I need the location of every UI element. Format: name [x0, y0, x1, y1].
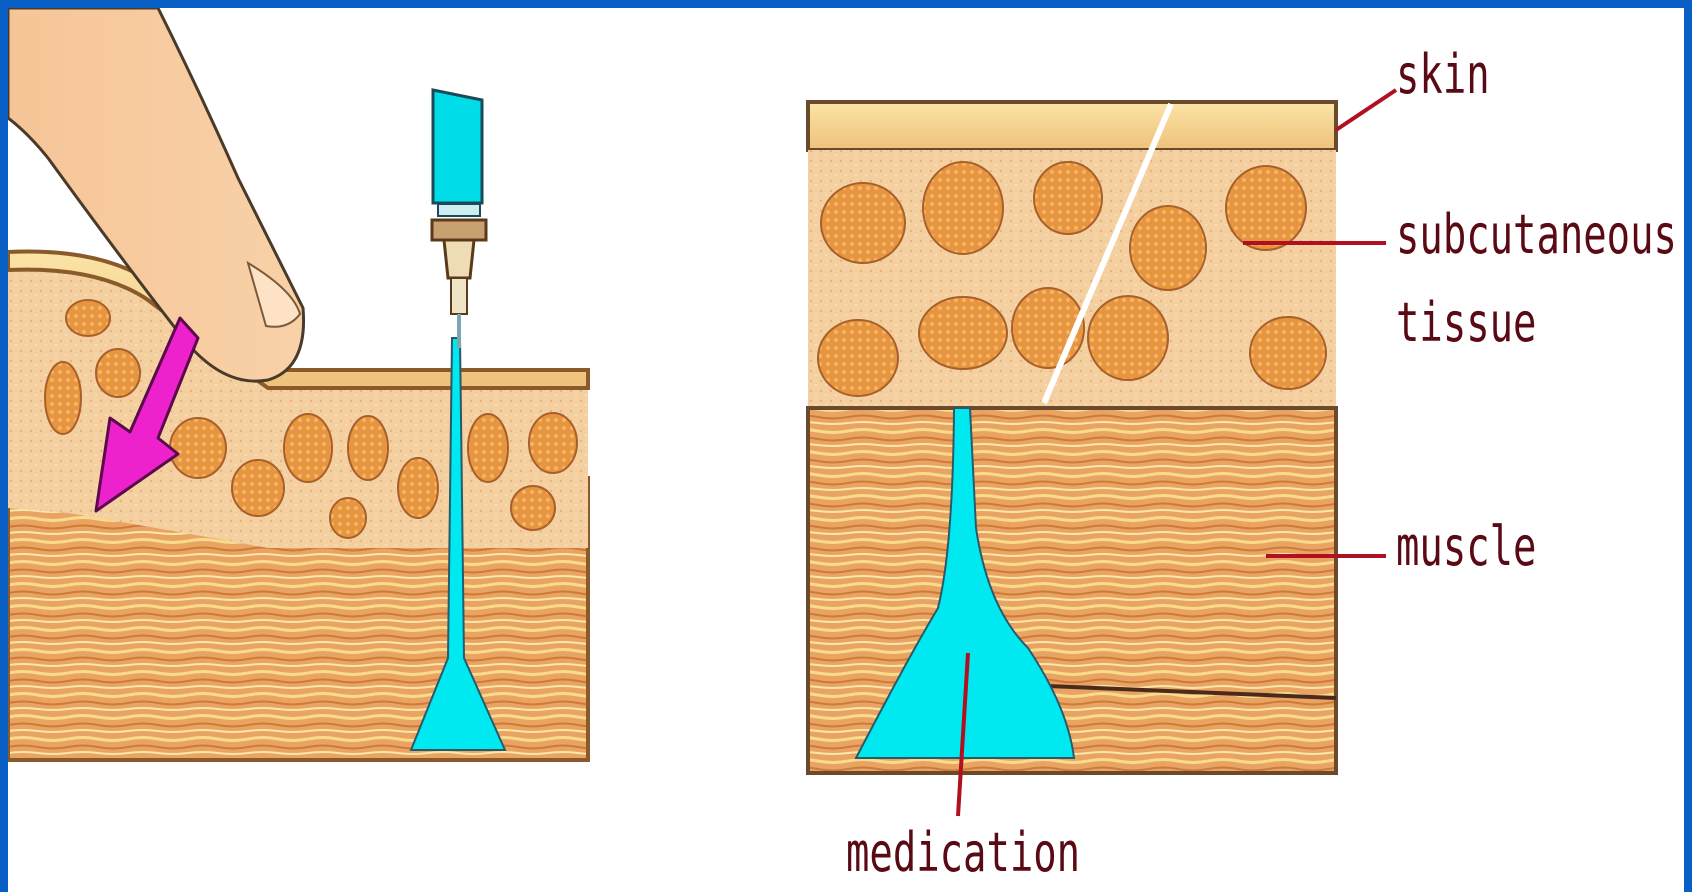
muscle-label: muscle	[1396, 520, 1536, 574]
right-panel	[808, 102, 1336, 773]
left-panel	[8, 8, 588, 760]
skin-label: skin	[1396, 48, 1490, 102]
skin-leader-line	[1336, 90, 1396, 130]
right-skin-layer	[808, 102, 1336, 150]
syringe-icon	[432, 90, 486, 348]
injection-diagram	[8, 8, 1684, 892]
subcutaneous-label: subcutaneous	[1396, 208, 1677, 262]
tissue-label: tissue	[1396, 296, 1536, 350]
medication-label: medication	[846, 826, 1080, 880]
illustration-frame: skin subcutaneous tissue muscle medicati…	[8, 8, 1684, 892]
